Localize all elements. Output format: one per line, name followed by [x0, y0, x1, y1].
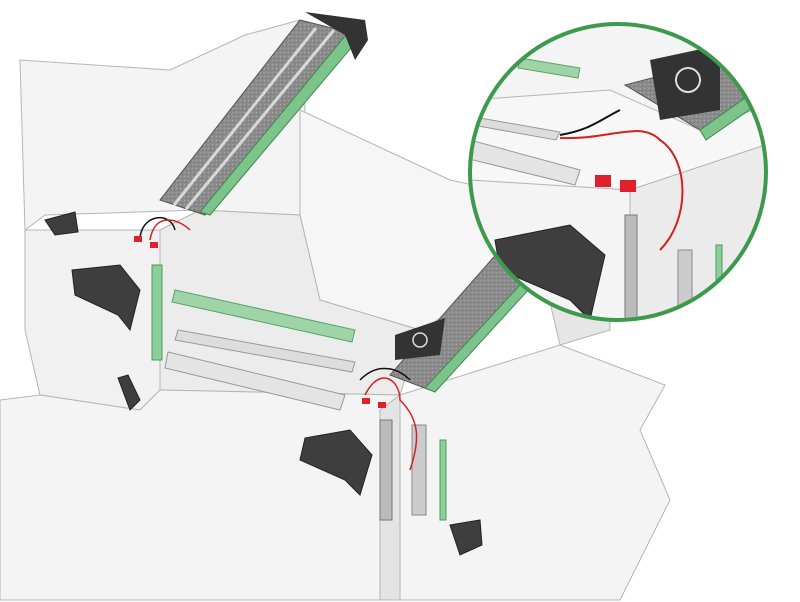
- lower-tread-strip: [389, 249, 553, 393]
- sensor-plate: [395, 318, 445, 360]
- inset-sensor-icon: [675, 67, 701, 93]
- sensor-icon: [412, 332, 428, 348]
- end-cap: [305, 12, 368, 60]
- inset-ring: [468, 22, 768, 322]
- detail-inset: [468, 22, 768, 322]
- wiring: [134, 216, 418, 471]
- corner-caps: [44, 211, 483, 556]
- led-profiles: [151, 264, 447, 521]
- upper-tread-strip: [159, 12, 368, 216]
- inset-sensor-plate: [650, 45, 720, 120]
- left-riser: [24, 229, 161, 411]
